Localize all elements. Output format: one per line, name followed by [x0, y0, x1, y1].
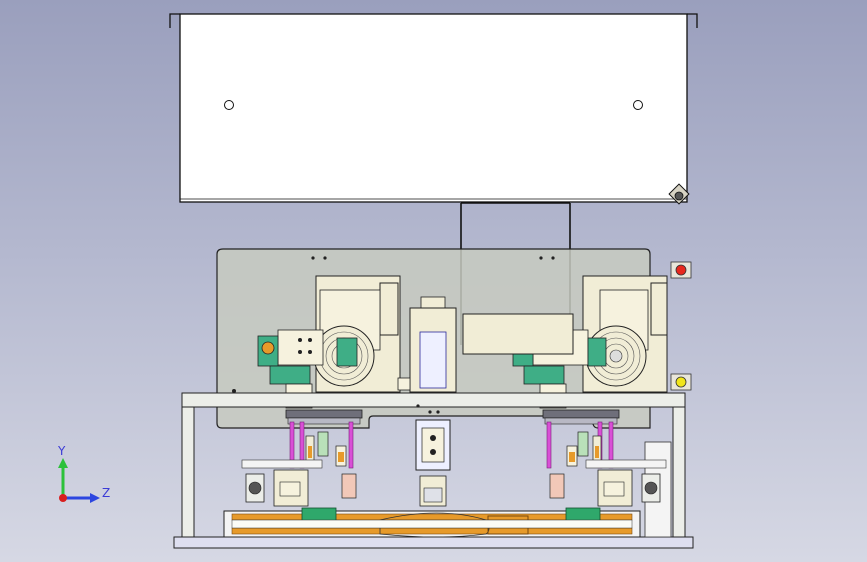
status-light-upper	[670, 261, 692, 279]
y-axis-label: Y	[57, 444, 66, 458]
left-fan-module	[313, 275, 401, 393]
left-pin-comb	[285, 409, 363, 425]
bottom-linear-module	[223, 507, 641, 538]
center-slide	[397, 296, 574, 393]
mount-hole-right	[633, 100, 643, 110]
z-axis-label: Z	[102, 486, 110, 500]
mount-hole-left	[224, 100, 234, 110]
right-pin-comb	[542, 409, 620, 425]
coordinate-triad: Y Z	[57, 444, 110, 503]
right-lower-components	[549, 431, 667, 507]
center-lower-actuator	[415, 419, 451, 507]
corner-latch	[668, 183, 690, 205]
right-fan-module	[582, 275, 668, 393]
status-light-lower	[670, 373, 692, 391]
triad-origin	[59, 494, 67, 502]
left-lower-components	[241, 431, 357, 507]
top-cover-panel	[169, 13, 698, 205]
